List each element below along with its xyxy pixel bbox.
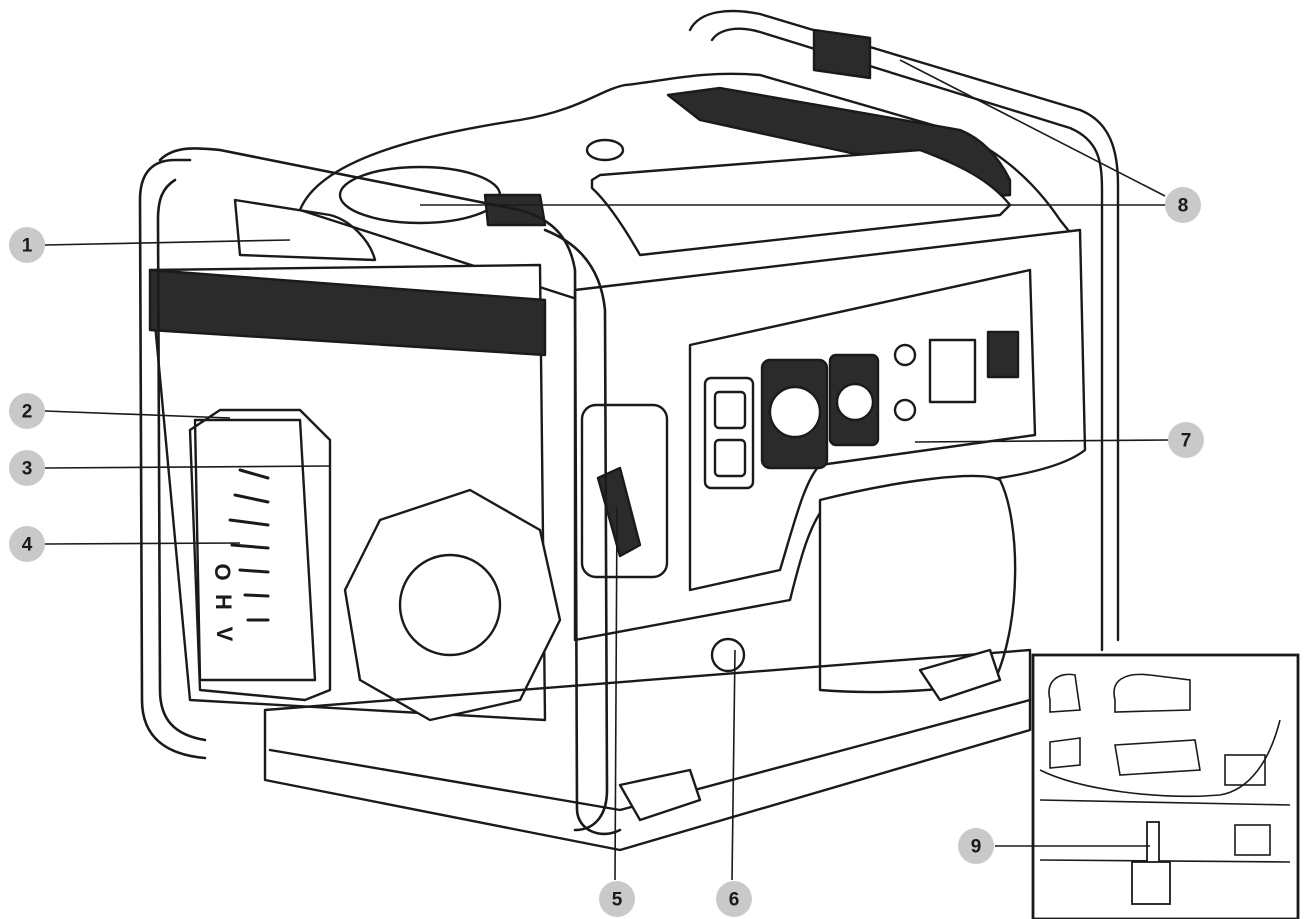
callout-7: 7 bbox=[1168, 422, 1204, 458]
callout-label-9: 9 bbox=[971, 837, 982, 858]
callout-9: 9 bbox=[958, 828, 994, 864]
inset-detail bbox=[1031, 653, 1300, 919]
air-filter-lid bbox=[188, 408, 332, 702]
oil-drain-valve bbox=[710, 637, 746, 673]
alternator bbox=[818, 474, 1017, 694]
inset-slot-left bbox=[1048, 673, 1081, 713]
leader-5 bbox=[614, 506, 618, 881]
callout-8: 8 bbox=[1165, 187, 1201, 223]
callout-label-8: 8 bbox=[1178, 196, 1189, 217]
inset-bracket bbox=[1224, 754, 1266, 786]
pull-handle bbox=[596, 466, 642, 558]
recoil-starter-hub bbox=[398, 553, 502, 657]
inset-slot-lower bbox=[1049, 737, 1081, 769]
front-frame-tube-outer bbox=[543, 228, 609, 832]
inset-slot-mid bbox=[1113, 673, 1191, 713]
breaker-lower bbox=[893, 398, 917, 422]
ohv-letter-v: V bbox=[212, 627, 237, 642]
air-filter-vents bbox=[228, 468, 270, 622]
callout-label-3: 3 bbox=[22, 459, 33, 480]
callout-5: 5 bbox=[599, 881, 635, 917]
twistlock-outlet-small-face bbox=[835, 382, 875, 422]
top-deck-bar bbox=[148, 268, 547, 357]
leader-6 bbox=[731, 649, 736, 881]
callout-label-7: 7 bbox=[1181, 431, 1192, 452]
callout-label-4: 4 bbox=[22, 535, 33, 556]
leader-1 bbox=[44, 239, 291, 246]
callout-label-5: 5 bbox=[612, 890, 623, 911]
base-rail-front bbox=[268, 698, 1032, 812]
ohv-badge: O H V bbox=[210, 563, 237, 641]
outlet-receptacle-lower bbox=[713, 438, 747, 478]
callout-6: 6 bbox=[716, 881, 752, 917]
inset-housing-curve bbox=[1039, 719, 1281, 798]
callouts: 1 2 3 4 5 6 7 8 bbox=[9, 187, 1204, 917]
inset-rail-lower bbox=[1039, 859, 1291, 863]
leader-4 bbox=[44, 542, 241, 545]
callout-1: 1 bbox=[9, 227, 45, 263]
generator-illustration bbox=[138, 9, 1120, 852]
front-handle-grip bbox=[233, 198, 377, 262]
leader-7 bbox=[914, 439, 1171, 443]
callout-label-1: 1 bbox=[22, 236, 33, 257]
base-frame bbox=[263, 648, 1032, 852]
callout-2: 2 bbox=[9, 393, 45, 429]
inset-lever-stem bbox=[1146, 821, 1160, 865]
inset-clip bbox=[1234, 824, 1271, 856]
twistlock-outlet-large-face bbox=[768, 385, 822, 439]
ohv-letter-o: O bbox=[210, 563, 235, 580]
callout-label-6: 6 bbox=[729, 890, 740, 911]
breaker-upper bbox=[893, 343, 917, 367]
foot-left bbox=[618, 768, 702, 822]
callout-label-2: 2 bbox=[22, 402, 33, 423]
leader-3 bbox=[44, 465, 331, 469]
air-filter-cover bbox=[193, 418, 317, 682]
fuel-gauge bbox=[585, 138, 625, 162]
engine-switch bbox=[986, 330, 1020, 379]
fuel-cap bbox=[338, 165, 502, 225]
callout-3: 3 bbox=[9, 450, 45, 486]
inset-rail-upper bbox=[1039, 799, 1291, 806]
hour-meter bbox=[928, 338, 977, 404]
leader-8b bbox=[899, 59, 1166, 197]
foot-right bbox=[918, 648, 1002, 702]
ohv-letter-h: H bbox=[211, 594, 236, 610]
inset-slot-lower-mid bbox=[1114, 739, 1201, 776]
leader-2 bbox=[44, 410, 231, 419]
front-frame-tube bbox=[138, 147, 622, 836]
callout-4: 4 bbox=[9, 526, 45, 562]
inset-lever-base bbox=[1131, 861, 1171, 905]
rear-handle-grip bbox=[812, 28, 872, 80]
leader-lines bbox=[44, 59, 1171, 881]
outlet-receptacle-upper bbox=[713, 390, 747, 430]
